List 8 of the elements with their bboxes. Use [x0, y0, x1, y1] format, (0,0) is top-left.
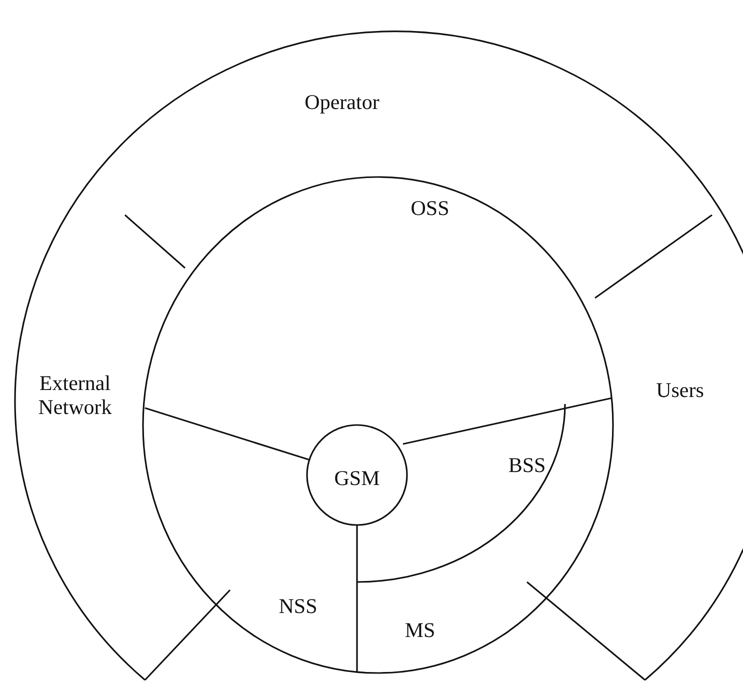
sector-label: Operator — [304, 90, 380, 114]
subsystem-label: NSS — [278, 594, 318, 618]
subsystem-label: BSS — [508, 452, 546, 478]
subsystem-label: OSS — [410, 196, 450, 220]
sector-label: External Network — [20, 370, 130, 420]
sector-label: Users — [656, 378, 704, 402]
center-label: GSM — [334, 466, 380, 490]
subsystem-label: MS — [404, 618, 436, 642]
